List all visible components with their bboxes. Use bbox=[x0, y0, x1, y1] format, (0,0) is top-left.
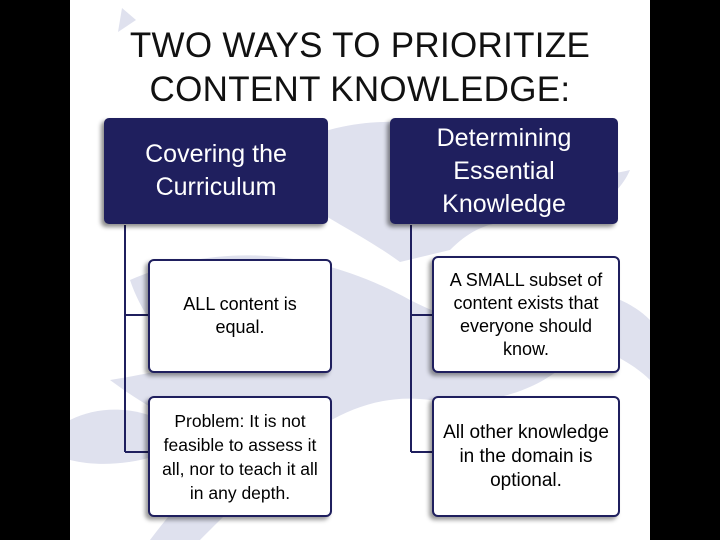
item-text: A SMALL subset of content exists that ev… bbox=[449, 269, 603, 359]
page-title: TWO WAYS TO PRIORITIZE CONTENT KNOWLEDGE… bbox=[70, 24, 650, 112]
header-label: Covering the Curriculum bbox=[145, 140, 287, 201]
column-header-essential-knowledge: Determining Essential Knowledge bbox=[390, 118, 618, 224]
slide: TWO WAYS TO PRIORITIZE CONTENT KNOWLEDGE… bbox=[70, 0, 650, 540]
connector-lines bbox=[124, 225, 432, 453]
item-text: Problem: It is not feasible to assess it… bbox=[162, 410, 318, 503]
item-small-subset: A SMALL subset of content exists that ev… bbox=[432, 256, 620, 373]
column-header-covering-curriculum: Covering the Curriculum bbox=[104, 118, 328, 224]
header-label: Determining Essential Knowledge bbox=[436, 123, 572, 218]
item-problem: Problem: It is not feasible to assess it… bbox=[148, 396, 332, 517]
title-line-2: CONTENT KNOWLEDGE: bbox=[149, 70, 571, 109]
item-all-content-equal: ALL content is equal. bbox=[148, 259, 332, 373]
item-other-knowledge-optional: All other knowledge in the domain is opt… bbox=[432, 396, 620, 517]
title-line-1: TWO WAYS TO PRIORITIZE bbox=[129, 26, 591, 65]
item-text: All other knowledge in the domain is opt… bbox=[443, 421, 609, 491]
item-text: ALL content is equal. bbox=[183, 294, 297, 337]
